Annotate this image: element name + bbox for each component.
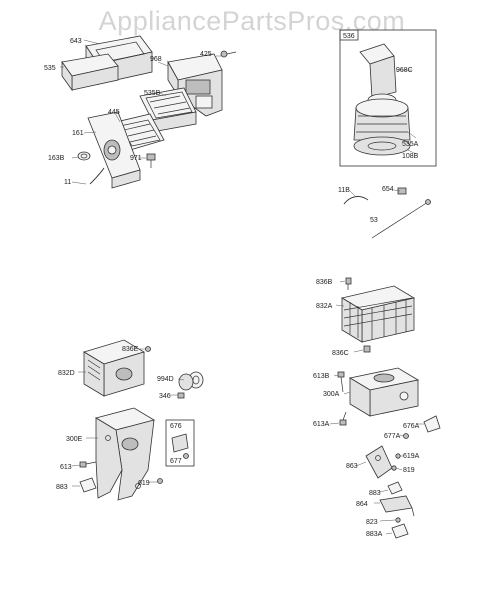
label-535A: 535A	[402, 141, 419, 148]
part-613B-bolt	[337, 371, 345, 393]
part-619-screw	[157, 478, 163, 484]
part-300A-muffler	[348, 367, 420, 417]
part-619A-screw	[395, 453, 401, 459]
label-994D: 994D	[157, 376, 174, 383]
part-300E-muffler	[94, 407, 156, 501]
callout-tab-536	[339, 29, 359, 41]
label-836B: 836B	[316, 279, 333, 286]
label-643: 643	[70, 38, 82, 45]
label-613: 613	[60, 464, 72, 471]
label-11B: 11B	[338, 187, 350, 194]
part-883-clip-left	[79, 477, 97, 493]
label-619: 619	[138, 480, 150, 487]
part-832A-cage	[340, 285, 416, 343]
label-425: 425	[200, 51, 212, 58]
part-613-bolt	[79, 461, 97, 468]
part-346-screw	[177, 392, 185, 399]
part-425-screw	[220, 50, 237, 58]
callout-box-536	[339, 29, 437, 167]
muffler-assembly-left-group: 676 677 836E 832D 994D 346 300E 613 619 …	[56, 339, 204, 501]
part-883A-clip	[391, 523, 409, 539]
part-968-cover	[167, 53, 223, 117]
label-613B: 613B	[313, 373, 330, 380]
label-968C: 968C	[396, 67, 413, 74]
part-864-deflector	[379, 495, 415, 517]
part-11B-tube	[343, 196, 369, 205]
label-677: 677	[170, 458, 182, 465]
cage-assembly-group: 836B 832A 836C	[316, 277, 416, 357]
label-883: 883	[369, 490, 381, 497]
label-677A: 677A	[384, 433, 401, 440]
part-613A-bolt	[339, 411, 347, 426]
label-836E: 836E	[122, 346, 139, 353]
air-cleaner-group-top-left: 643 535 968 425 535B 445 161 163B 971 11	[44, 35, 237, 189]
part-676A-guard	[423, 415, 441, 433]
label-300A: 300A	[323, 391, 340, 398]
part-863-bracket	[365, 445, 393, 479]
part-108B-base	[353, 136, 411, 156]
label-968: 968	[150, 56, 162, 63]
part-968C-intake-cap	[359, 43, 397, 107]
label-161: 161	[72, 130, 84, 137]
air-cleaner-group-top-right: 536 968C 535A 108B	[339, 29, 437, 167]
part-971-fastener	[146, 153, 156, 168]
label-832D: 832D	[58, 370, 75, 377]
label-536: 536	[343, 33, 355, 40]
label-676: 676	[170, 423, 182, 430]
part-819-screw	[391, 465, 397, 471]
part-994D-spark-arrestor	[178, 371, 204, 391]
label-11: 11	[64, 179, 71, 186]
breather-tube-and-rod-group: 11B 654 53	[338, 186, 431, 239]
label-883A: 883A	[366, 531, 383, 538]
part-53-rod	[371, 199, 431, 239]
label-971: 971	[130, 155, 142, 162]
part-654-clamp	[397, 187, 407, 195]
part-11-breather-tube	[89, 167, 105, 185]
callout-box-676	[165, 419, 195, 467]
muffler-assembly-right-group: 613B 300A 613A 676A 677A 863 619A 819 88…	[313, 367, 441, 539]
label-863: 863	[346, 463, 358, 470]
label-535: 535	[44, 65, 56, 72]
label-619A: 619A	[403, 453, 420, 460]
label-864: 864	[356, 501, 368, 508]
label-53: 53	[370, 217, 378, 224]
callout-676: 676 677	[165, 419, 195, 467]
label-613A: 613A	[313, 421, 330, 428]
label-819: 819	[403, 467, 415, 474]
label-300E: 300E	[66, 436, 83, 443]
label-445: 445	[108, 109, 120, 116]
label-163B: 163B	[48, 155, 65, 162]
part-836C-clip	[363, 345, 371, 353]
part-823-screw	[395, 517, 401, 523]
label-676A: 676A	[403, 423, 420, 430]
label-346: 346	[159, 393, 171, 400]
part-883-clip	[387, 481, 403, 495]
label-823: 823	[366, 519, 378, 526]
part-535B-filter-cartridge	[139, 87, 197, 133]
label-535B: 535B	[144, 90, 161, 97]
label-654: 654	[382, 186, 394, 193]
part-677A-screw	[403, 433, 409, 439]
part-535-foam-precleaner	[61, 53, 119, 92]
part-161-base	[87, 111, 141, 189]
part-163B-gasket	[77, 151, 91, 161]
part-836B-screw	[345, 277, 352, 290]
label-108B: 108B	[402, 153, 419, 160]
watermark-text: AppliancePartsPros.com	[99, 6, 406, 36]
part-535A-element	[353, 98, 411, 141]
label-883-left: 883	[56, 484, 68, 491]
part-832D-heat-shield	[83, 339, 145, 397]
part-836E-screw	[145, 346, 151, 352]
label-832A: 832A	[316, 303, 333, 310]
label-836C: 836C	[332, 350, 349, 357]
